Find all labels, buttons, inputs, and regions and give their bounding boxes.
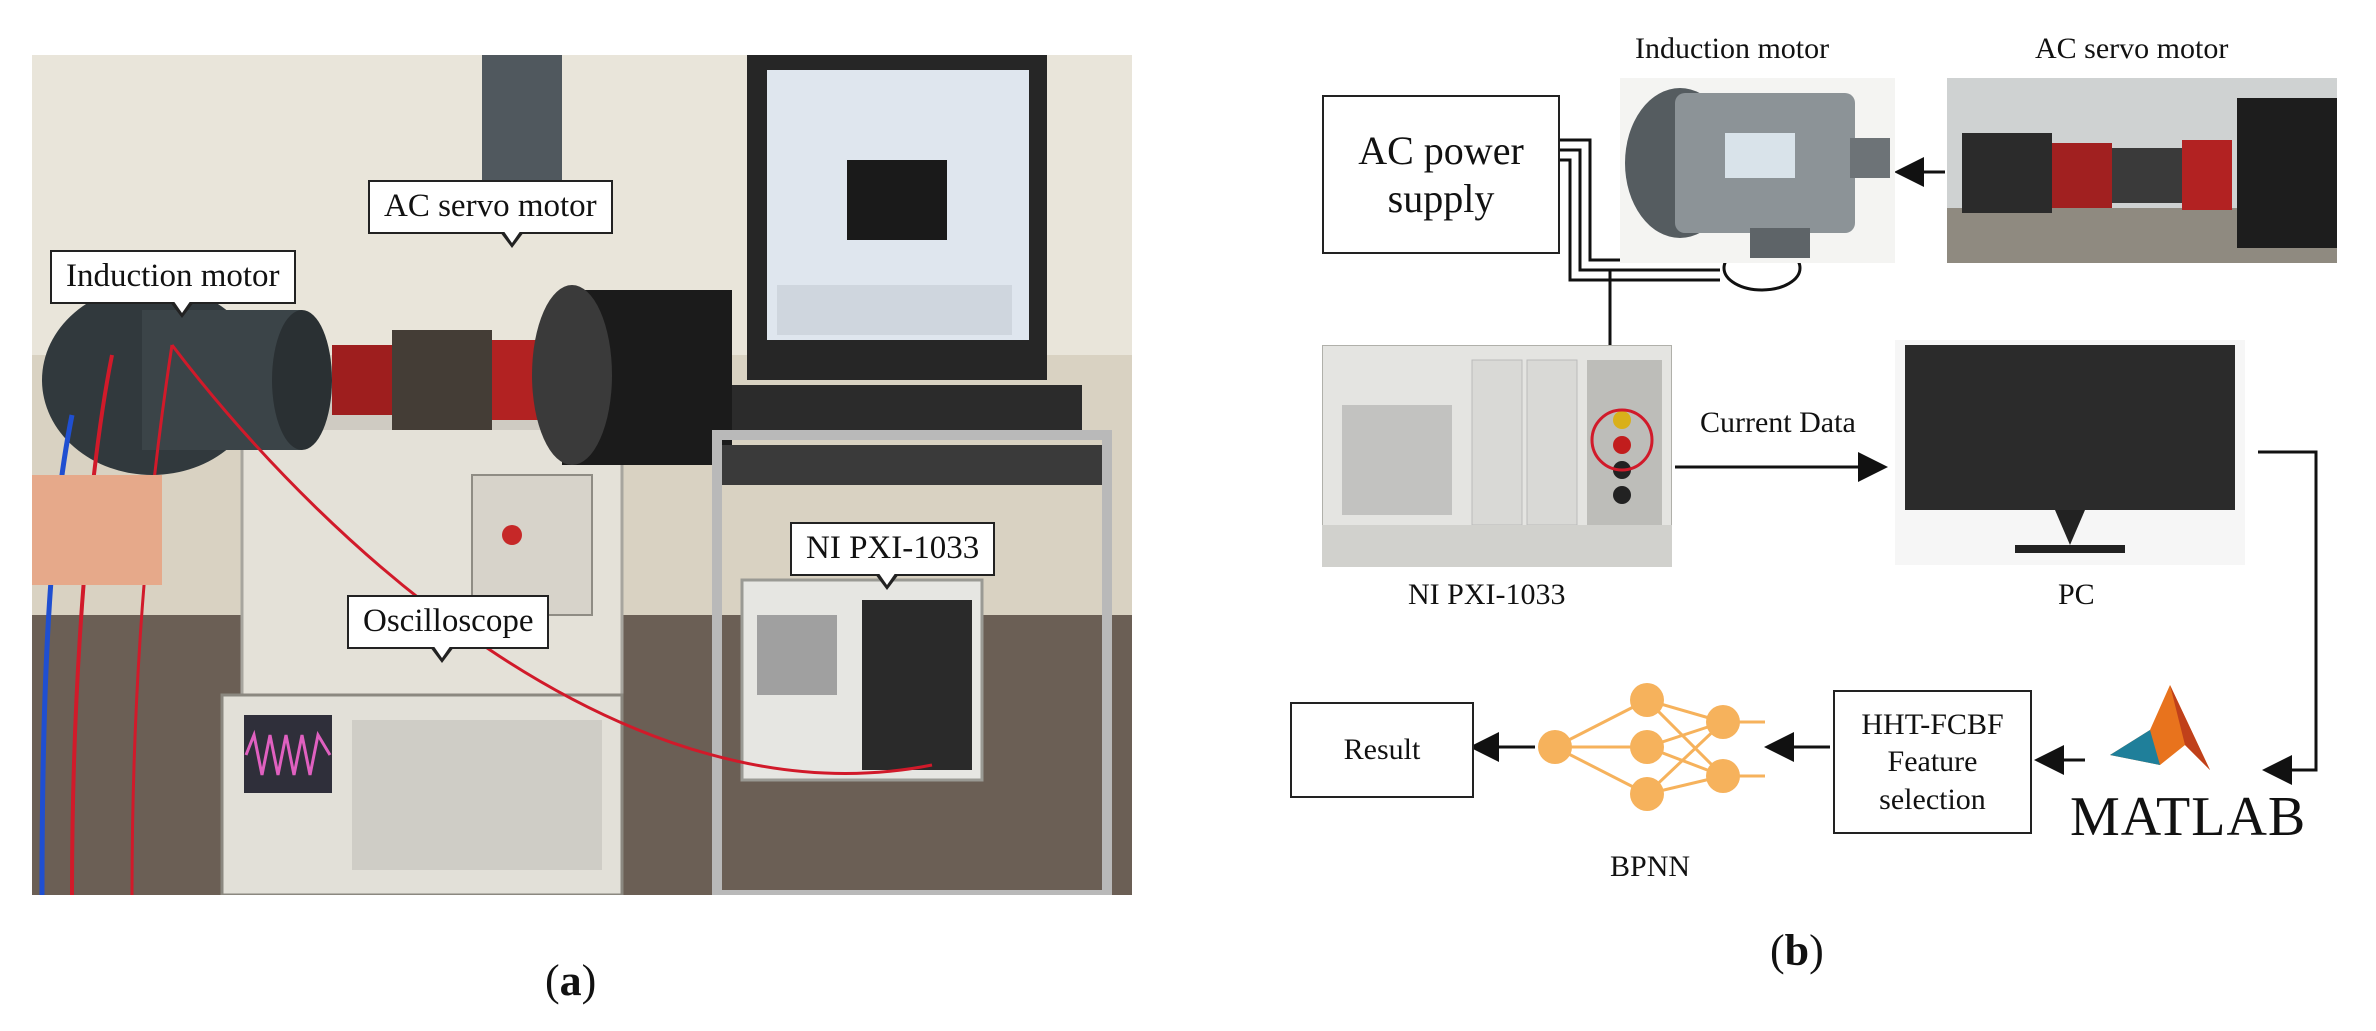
- callout-tail: [430, 645, 454, 663]
- bpnn-label: BPNN: [1610, 850, 1691, 883]
- pc-label: PC: [2058, 578, 2095, 611]
- result-box: Result: [1290, 702, 1474, 798]
- subcaption-b: (b): [1770, 926, 1824, 975]
- induction-motor-label: Induction motor: [1635, 32, 1830, 65]
- callout-tail: [875, 572, 899, 590]
- ac-power-supply-label: AC power supply: [1358, 127, 1524, 221]
- callout-tail: [500, 230, 524, 248]
- pc-monitor-image: [1895, 340, 2245, 565]
- callout-label: Induction motor: [66, 258, 280, 294]
- hht-fcbf-label: HHT-FCBF Feature selection: [1861, 707, 2004, 816]
- ac-servo-motor-label: AC servo motor: [2035, 32, 2229, 65]
- lab-setup-illustration: [32, 55, 1132, 900]
- matlab-logo-icon: [2100, 675, 2220, 785]
- callout-ac-servo-motor-a: AC servo motor: [368, 180, 613, 234]
- callout-induction-motor-a: Induction motor: [50, 250, 296, 304]
- callout-label: NI PXI-1033: [806, 530, 980, 566]
- subcaption-letter: b: [1784, 926, 1810, 975]
- callout-tail: [170, 300, 194, 318]
- panel-a-photo: [32, 55, 1132, 900]
- ni-pxi-label: NI PXI-1033: [1408, 578, 1566, 611]
- induction-motor-image: [1620, 78, 1895, 263]
- ac-servo-motor-image: [1947, 78, 2337, 263]
- hht-fcbf-box: HHT-FCBF Feature selection: [1833, 690, 2032, 834]
- result-label: Result: [1343, 733, 1421, 766]
- subcaption-letter: a: [559, 956, 582, 1005]
- ni-pxi-image: [1321, 344, 1673, 568]
- callout-label: AC servo motor: [384, 188, 597, 224]
- bpnn-network-icon: [1535, 680, 1770, 820]
- callout-label: Oscilloscope: [363, 603, 534, 639]
- current-data-label: Current Data: [1700, 406, 1856, 439]
- subcaption-a: (a): [545, 956, 597, 1005]
- ac-power-supply-box: AC power supply: [1322, 95, 1560, 254]
- matlab-wordmark: MATLAB: [2070, 786, 2307, 848]
